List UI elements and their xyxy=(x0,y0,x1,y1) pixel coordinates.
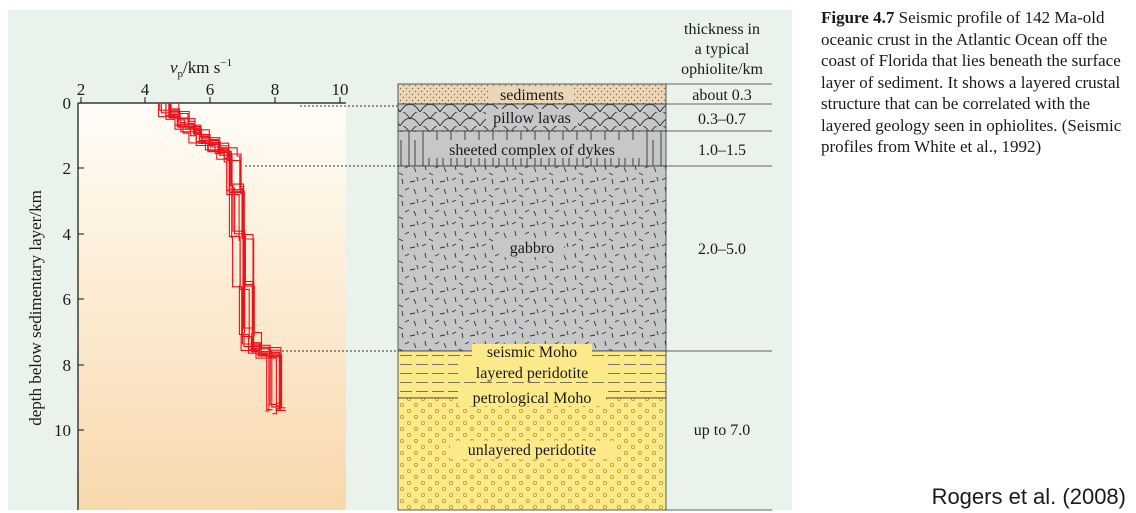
column-header-line: ophiolite/km xyxy=(681,61,763,78)
layer-label: pillow lavas xyxy=(493,110,571,127)
thickness-value: 2.0–5.0 xyxy=(698,241,746,258)
plot-area xyxy=(78,103,346,510)
layer-label: layered peridotite xyxy=(476,365,588,382)
layer-label: sediments xyxy=(500,87,564,104)
caption-label: Figure 4.7 xyxy=(821,8,895,27)
y-tick-label: 8 xyxy=(63,356,72,375)
y-tick-label: 0 xyxy=(63,94,72,113)
thickness-value: about 0.3 xyxy=(692,87,752,104)
column-header-line: a typical xyxy=(695,41,750,58)
y-tick-label: 2 xyxy=(63,159,72,178)
layer-label: seismic Moho xyxy=(487,344,577,361)
source-credit: Rogers et al. (2008) xyxy=(931,484,1126,509)
figure-caption: Figure 4.7 Seismic profile of 142 Ma-old… xyxy=(821,7,1133,158)
x-tick-label: 4 xyxy=(141,80,150,99)
layer-label: petrological Moho xyxy=(473,390,592,407)
seismic-profile-line xyxy=(170,103,283,408)
seismic-profile-line xyxy=(169,103,287,411)
x-tick-label: 10 xyxy=(332,80,349,99)
figure: 2 4 6 8 10 vp/km s−1 0 2 4 6 8 10 depth … xyxy=(8,10,792,511)
y-tick-label: 6 xyxy=(63,290,72,309)
thickness-dividers xyxy=(666,83,772,511)
seismic-profiles xyxy=(157,103,287,415)
layer-gabbro xyxy=(397,165,667,352)
column-header-line: thickness in xyxy=(684,21,760,38)
x-axis: 2 4 6 8 10 xyxy=(77,80,349,103)
layer-labels: sediments pillow lavas sheeted complex o… xyxy=(424,86,640,459)
y-axis-title: depth below sedimentary layer/km xyxy=(26,190,45,426)
thickness-value: 1.0–1.5 xyxy=(698,142,746,159)
layer-label: sheeted complex of dykes xyxy=(449,142,615,159)
thickness-value: up to 7.0 xyxy=(694,422,750,439)
figure-svg: 2 4 6 8 10 vp/km s−1 0 2 4 6 8 10 depth … xyxy=(26,21,772,511)
y-tick-label: 4 xyxy=(63,225,72,244)
layer-label: unlayered peridotite xyxy=(468,442,596,459)
y-axis: 0 2 4 6 8 10 xyxy=(54,94,84,440)
y-tick-label: 10 xyxy=(54,421,71,440)
x-tick-label: 6 xyxy=(206,80,215,99)
ophiolite-column xyxy=(397,83,667,511)
x-tick-label: 2 xyxy=(77,80,86,99)
seismic-profile-line xyxy=(169,103,282,404)
x-axis-title: vp/km s−1 xyxy=(170,57,232,80)
caption-text: Seismic profile of 142 Ma-old oceanic cr… xyxy=(821,8,1122,156)
layer-label: gabbro xyxy=(510,240,554,257)
seismic-profile-line xyxy=(165,103,277,415)
thickness-value: 0.3–0.7 xyxy=(698,111,746,128)
x-tick-label: 8 xyxy=(271,80,280,99)
